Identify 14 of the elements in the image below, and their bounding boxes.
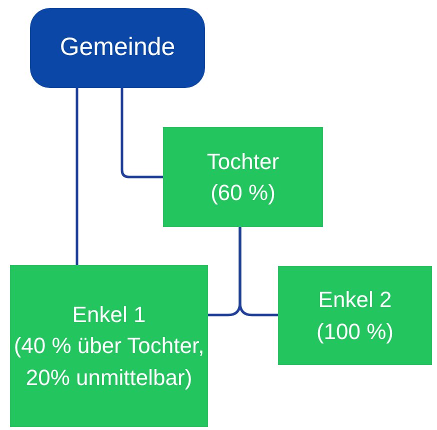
node-title: Enkel 1 xyxy=(72,301,146,330)
share-text: (40 % über Tochter, 20% unmittelbar) xyxy=(12,332,206,392)
connector-line xyxy=(238,227,278,316)
node-title: Tochter xyxy=(206,148,280,176)
share-text: (100 %) xyxy=(316,318,394,346)
node-title: Enkel 2 xyxy=(318,286,392,314)
company-box xyxy=(163,127,323,227)
connector-line xyxy=(120,88,163,178)
company-box xyxy=(10,265,208,427)
node-title: Gemeinde xyxy=(60,32,176,64)
organization-box xyxy=(30,8,205,88)
share-text: (60 %) xyxy=(210,179,276,207)
company-box xyxy=(278,266,432,365)
connector-line xyxy=(76,88,78,265)
